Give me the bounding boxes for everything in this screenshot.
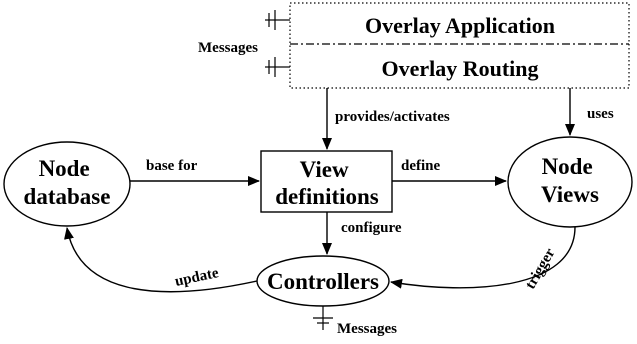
node-database-label: Node database [24, 156, 111, 209]
overlay-routing-label: Overlay Routing [381, 56, 538, 81]
uses-label: uses [587, 106, 614, 122]
node-views-label: Node Views [541, 154, 599, 207]
define-label: define [401, 158, 441, 174]
provides-activates-label: provides/activates [335, 109, 450, 125]
configure-label: configure [341, 220, 402, 236]
overlay-application-label: Overlay Application [365, 13, 555, 38]
messages-label-top: Messages [198, 40, 258, 56]
base-for-label: base for [146, 158, 198, 174]
message-port-icon-top [265, 10, 290, 77]
messages-label-bottom: Messages [337, 321, 397, 337]
trigger-label: trigger [523, 245, 559, 292]
arrow-update [64, 227, 258, 293]
node-views-node [507, 136, 633, 228]
update-label: update [174, 265, 221, 290]
overlay-stack-box [289, 2, 630, 89]
view-definitions-label: View definitions [275, 157, 379, 209]
controllers-label: Controllers [267, 269, 379, 294]
message-port-icon-bottom [313, 306, 333, 330]
arrow-trigger [390, 226, 576, 289]
node-database-node [3, 141, 131, 227]
